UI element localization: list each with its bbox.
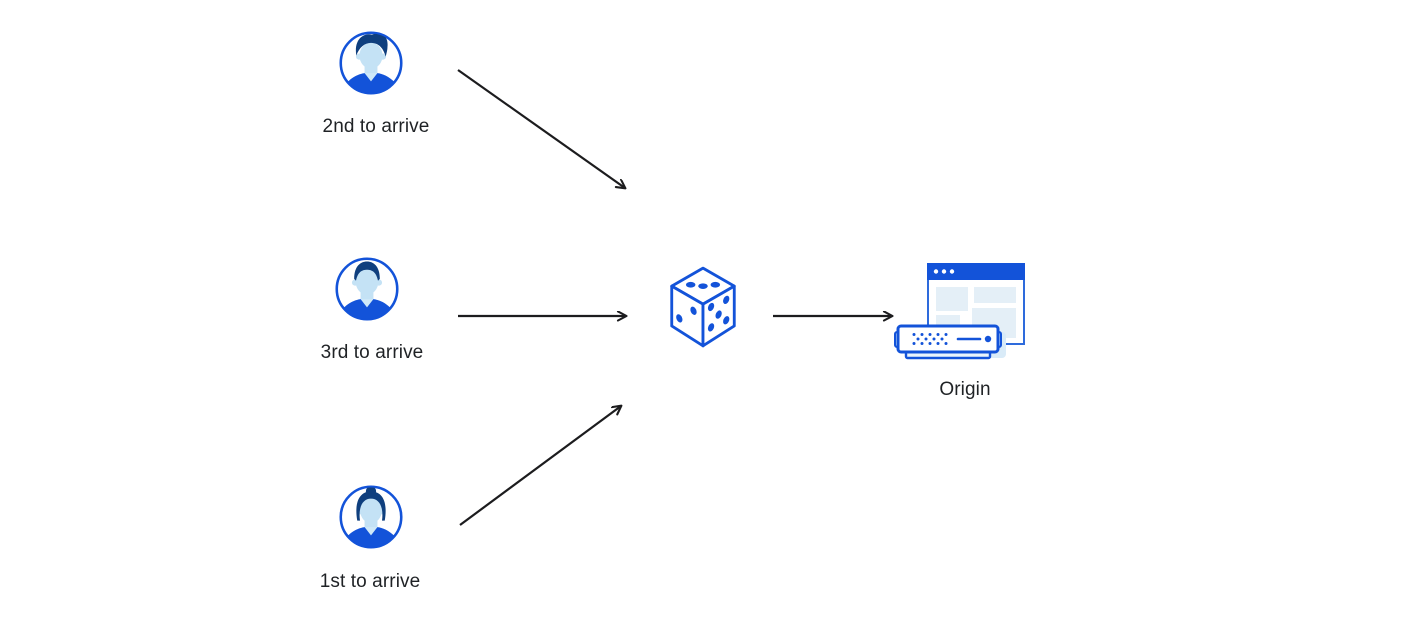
client-node-3rd (334, 256, 400, 322)
client-node-1st (338, 484, 404, 550)
dice-icon (670, 266, 736, 348)
user-avatar-woman-bun-icon (339, 485, 403, 549)
origin-node (894, 262, 1028, 362)
user-avatar-man-icon (335, 257, 399, 321)
client-label-1st: 1st to arrive (319, 571, 421, 592)
arrow-client1st-to-dice (459, 406, 621, 526)
randomizer-node (667, 263, 739, 351)
origin-server-browser-icon (894, 263, 1025, 360)
client-label-3rd: 3rd to arrive (320, 342, 424, 363)
user-avatar-man-quiff-icon (339, 31, 403, 95)
client-label-2nd: 2nd to arrive (322, 116, 430, 137)
origin-label: Origin (939, 379, 991, 400)
client-node-2nd (338, 30, 404, 96)
arrow-client2nd-to-dice (457, 69, 625, 188)
